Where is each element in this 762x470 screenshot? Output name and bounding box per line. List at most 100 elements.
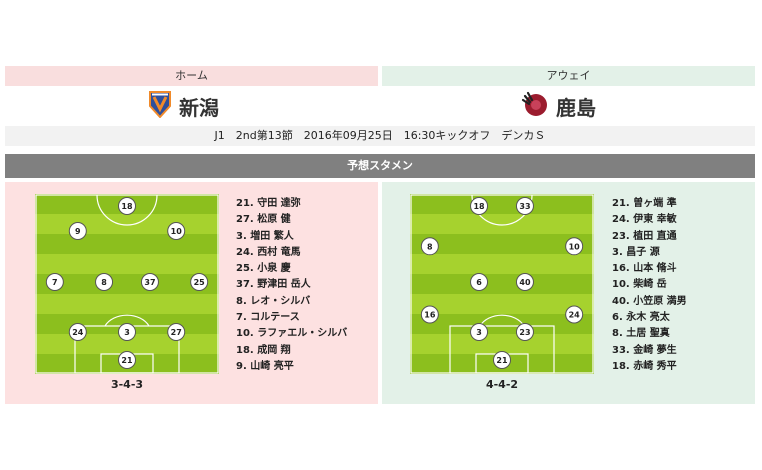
pitch-stripe [35, 294, 219, 315]
player-marker[interactable]: 3 [470, 323, 489, 341]
player-marker[interactable]: 27 [167, 323, 186, 341]
center-circle-arc [96, 194, 158, 226]
pitch-stripe [410, 314, 594, 335]
player-marker[interactable]: 21 [118, 351, 136, 369]
pitch-stripe [410, 214, 594, 235]
pitch-stripe [35, 234, 219, 255]
player-number: 10 [569, 242, 581, 251]
roster-item[interactable]: 10. 柴崎 岳 [612, 279, 667, 291]
player-marker[interactable]: 8 [420, 237, 439, 256]
section-title: 予想スタメン [5, 154, 755, 178]
player-circle [68, 323, 87, 341]
penalty-arc [104, 314, 150, 327]
player-number: 37 [144, 278, 155, 287]
roster-item[interactable]: 27. 松原 健 [236, 214, 291, 226]
player-marker[interactable]: 24 [565, 305, 584, 324]
home-formation: 3-4-3 [110, 378, 144, 391]
player-circle [515, 323, 534, 341]
pitch-stripe [410, 254, 594, 275]
roster-item[interactable]: 3. 昌子 源 [612, 246, 660, 258]
pitch-stripe [410, 294, 594, 315]
player-marker[interactable]: 16 [420, 305, 439, 324]
away-pitch: 18 33 8 10 6 40 16 24 3 23 21 [410, 194, 594, 374]
pitch-stripe [35, 254, 219, 275]
player-marker[interactable]: 8 [95, 273, 114, 291]
player-circle [167, 323, 186, 341]
player-number: 10 [171, 227, 183, 236]
player-circle [45, 273, 64, 291]
player-marker[interactable]: 21 [493, 351, 511, 369]
away-team-name: 鹿島 [556, 95, 596, 120]
player-circle [515, 273, 534, 291]
home-pitch: 18 9 10 7 8 37 25 24 3 27 21 [35, 194, 219, 374]
player-circle [420, 237, 439, 256]
player-circle [470, 197, 489, 215]
player-number: 24 [72, 328, 84, 337]
player-marker[interactable]: 33 [515, 197, 534, 215]
player-number: 33 [519, 202, 530, 211]
player-number: 27 [171, 328, 182, 337]
match-info: J1 2nd第13節 2016年09月25日 16:30キックオフ デンカＳ [5, 126, 755, 146]
player-marker[interactable]: 23 [515, 323, 534, 341]
player-marker[interactable]: 10 [167, 222, 186, 240]
player-circle [118, 197, 136, 215]
roster-item[interactable]: 40. 小笠原 満男 [612, 295, 687, 307]
player-circle [118, 323, 136, 341]
player-marker[interactable]: 25 [190, 273, 209, 291]
roster-item[interactable]: 24. 西村 竜馬 [236, 246, 301, 258]
home-team[interactable]: 新潟 [147, 90, 219, 120]
player-number: 8 [427, 242, 433, 251]
player-marker[interactable]: 18 [470, 197, 489, 215]
pitch-stripe [410, 274, 594, 295]
player-number: 23 [519, 328, 530, 337]
player-marker[interactable]: 7 [45, 273, 64, 291]
player-marker[interactable]: 18 [118, 197, 136, 215]
roster-item[interactable]: 10. ラファエル・シルバ [236, 328, 348, 340]
roster-item[interactable]: 16. 山本 脩斗 [612, 263, 677, 275]
player-marker[interactable]: 37 [140, 273, 159, 291]
player-number: 18 [121, 202, 133, 211]
roster-item[interactable]: 18. 赤崎 秀平 [612, 360, 677, 372]
roster-item[interactable]: 24. 伊東 幸敏 [612, 214, 677, 226]
roster-item[interactable]: 23. 植田 直通 [612, 230, 677, 242]
player-number: 3 [124, 328, 130, 337]
roster-item[interactable]: 9. 山崎 亮平 [236, 360, 294, 372]
player-circle [118, 351, 136, 369]
player-circle [95, 273, 114, 291]
penalty-arc [479, 314, 525, 327]
player-circle [565, 305, 584, 324]
player-circle [470, 323, 489, 341]
player-number: 21 [496, 356, 508, 365]
roster-item[interactable]: 7. コルテース [236, 312, 300, 324]
pitch-stripe [35, 214, 219, 235]
player-marker[interactable]: 40 [515, 273, 534, 291]
player-number: 16 [424, 311, 436, 320]
roster-item[interactable]: 21. 守田 達弥 [236, 198, 301, 209]
player-number: 18 [473, 202, 485, 211]
player-circle [470, 273, 489, 291]
roster-item[interactable]: 33. 金崎 夢生 [612, 344, 677, 356]
player-marker[interactable]: 10 [565, 237, 584, 256]
player-circle [565, 237, 584, 256]
roster-item[interactable]: 21. 曽ヶ端 準 [612, 198, 677, 209]
player-marker[interactable]: 9 [68, 222, 87, 240]
roster-item[interactable]: 18. 成岡 翔 [236, 344, 291, 356]
player-circle [167, 222, 186, 240]
roster-item[interactable]: 6. 永木 亮太 [612, 312, 670, 324]
roster-item[interactable]: 25. 小泉 慶 [236, 263, 291, 275]
player-number: 21 [121, 356, 133, 365]
roster-item[interactable]: 8. レオ・シルバ [236, 295, 311, 307]
player-number: 40 [519, 278, 531, 287]
roster-item[interactable]: 8. 土居 聖真 [612, 328, 670, 340]
player-number: 25 [194, 278, 206, 287]
player-marker[interactable]: 6 [470, 273, 489, 291]
player-marker[interactable]: 3 [118, 323, 136, 341]
away-roster: 21. 曽ヶ端 準 24. 伊東 幸敏 23. 植田 直通 3. 昌子 源 16. 山本… [612, 196, 687, 375]
pitch-stripe [410, 194, 594, 215]
roster-item[interactable]: 3. 増田 繁人 [236, 230, 294, 242]
player-marker[interactable]: 24 [68, 323, 87, 341]
pitch-stripe [410, 334, 594, 355]
player-number: 6 [476, 278, 482, 287]
away-team[interactable]: 鹿島 [520, 91, 596, 120]
roster-item[interactable]: 37. 野津田 岳人 [236, 279, 311, 291]
